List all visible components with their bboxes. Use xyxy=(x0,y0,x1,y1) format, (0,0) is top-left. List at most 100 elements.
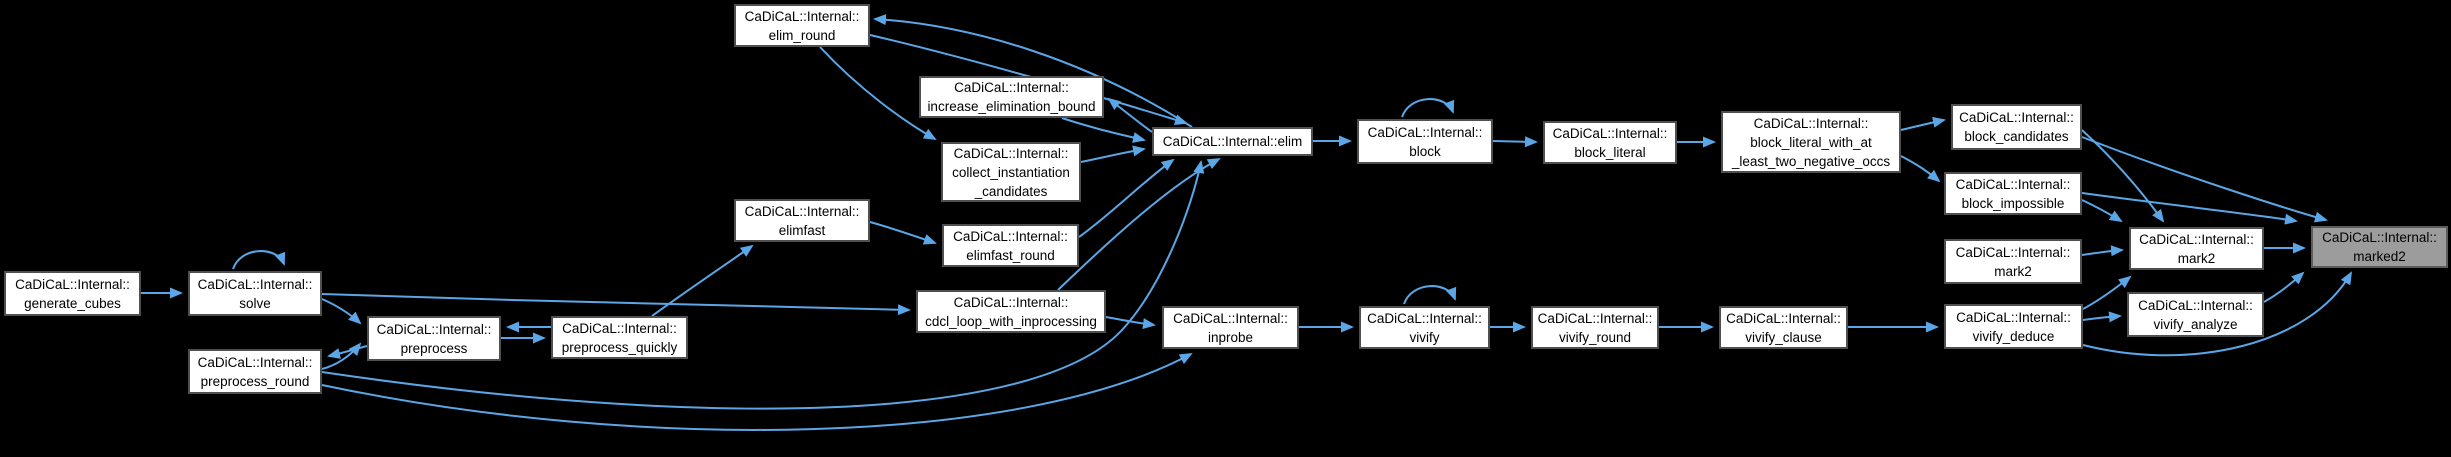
node-label-line: preprocess_quickly xyxy=(561,339,678,355)
edge-increase_elimination_bound-to-elim xyxy=(1061,117,1146,143)
node-label-line: CaDiCaL::Internal:: xyxy=(1367,310,1482,326)
node-label-line: block_impossible xyxy=(1961,195,2065,211)
edge-vivify_deduce-to-marked2 xyxy=(2082,271,2352,357)
edge-vivify_deduce-to-vivify_analyze xyxy=(2082,311,2122,323)
node-cdcl_loop_with_inprocessing[interactable]: CaDiCaL::Internal::cdcl_loop_with_inproc… xyxy=(916,290,1106,333)
node-label-line: CaDiCaL::Internal:: xyxy=(15,276,130,292)
node-label-line: vivify_clause xyxy=(1745,329,1822,345)
node-vivify_clause[interactable]: CaDiCaL::Internal::vivify_clause xyxy=(1719,306,1848,349)
node-preprocess[interactable]: CaDiCaL::Internal::preprocess xyxy=(367,316,501,361)
node-label-line: CaDiCaL::Internal:: xyxy=(2139,231,2254,247)
node-vivify_analyze[interactable]: CaDiCaL::Internal::vivify_analyze xyxy=(2127,292,2264,337)
edge-block_impossible-to-marked2 xyxy=(2081,192,2298,225)
edge-preprocess_round-to-elim xyxy=(321,160,1205,410)
edge-block_literal_with_at_least_two_negative_occs-to-block_candidates xyxy=(1900,116,1946,131)
node-label-line: preprocess_round xyxy=(200,373,310,389)
node-vivify_deduce[interactable]: CaDiCaL::Internal::vivify_deduce xyxy=(1944,304,2083,349)
node-label-line: CaDiCaL::Internal:: xyxy=(1955,244,2071,260)
edge-block_literal_with_at_least_two_negative_occs-to-block_impossible xyxy=(1900,155,1941,183)
edge-vivify_deduce-to-mark2_b xyxy=(2082,275,2132,310)
node-label-line: CaDiCaL::Internal:: xyxy=(744,8,860,24)
node-block_literal_with_at_least_two_negative_occs[interactable]: CaDiCaL::Internal::block_literal_with_at… xyxy=(1721,111,1901,173)
edge-vivify_analyze-to-marked2 xyxy=(2263,271,2305,303)
node-label-line: CaDiCaL::Internal:: xyxy=(1753,115,1869,131)
node-label-line: block_literal_with_at xyxy=(1750,134,1872,150)
node-generate_cubes[interactable]: CaDiCaL::Internal::generate_cubes xyxy=(4,271,141,316)
node-label-line: preprocess xyxy=(400,340,468,356)
node-elim[interactable]: CaDiCaL::Internal::elim xyxy=(1152,127,1313,156)
node-label-line: CaDiCaL::Internal:: xyxy=(1959,110,2074,125)
node-label-line: increase_elimination_bound xyxy=(927,99,1096,114)
node-block_impossible[interactable]: CaDiCaL::Internal::block_impossible xyxy=(1944,172,2082,215)
node-label-line: mark2 xyxy=(2177,250,2216,266)
node-label-line: mark2 xyxy=(1994,263,2032,279)
node-preprocess_round[interactable]: CaDiCaL::Internal::preprocess_round xyxy=(188,349,322,394)
node-label-line: _least_two_negative_occs xyxy=(1731,153,1891,169)
node-label-line: CaDiCaL::Internal:: xyxy=(376,321,492,337)
node-label-line: CaDiCaL::Internal:: xyxy=(953,145,1069,161)
edge-vivify-to-vivify xyxy=(1403,285,1457,305)
node-vivify[interactable]: CaDiCaL::Internal::vivify xyxy=(1359,306,1490,349)
node-increase_elimination_bound[interactable]: CaDiCaL::Internal::increase_elimination_… xyxy=(919,76,1104,118)
edge-preprocess_round-to-inprobe xyxy=(321,353,1193,431)
node-label-line: marked2 xyxy=(2353,249,2406,264)
edge-block_candidates-to-marked2 xyxy=(2081,136,2328,223)
edge-solve-to-cdcl_loop_with_inprocessing xyxy=(321,293,911,316)
edge-solve-to-preprocess xyxy=(321,298,362,325)
node-preprocess_quickly[interactable]: CaDiCaL::Internal::preprocess_quickly xyxy=(551,316,688,359)
node-block[interactable]: CaDiCaL::Internal::block xyxy=(1357,119,1493,164)
edge-preprocess_quickly-to-elimfast xyxy=(651,244,754,317)
edge-preprocess_round-to-preprocess xyxy=(321,342,362,370)
edge-elim-to-elim_round xyxy=(873,14,1193,128)
node-label-line: CaDiCaL::Internal:: xyxy=(197,354,313,370)
node-mark2_a[interactable]: CaDiCaL::Internal::mark2 xyxy=(1944,239,2082,284)
node-label-line: vivify xyxy=(1409,329,1440,345)
node-label-line: CaDiCaL::Internal:: xyxy=(1173,310,1288,326)
node-block_literal[interactable]: CaDiCaL::Internal::block_literal xyxy=(1543,121,1677,164)
edge-cdcl_loop_with_inprocessing-to-elim xyxy=(1057,158,1221,291)
node-mark2_b[interactable]: CaDiCaL::Internal::mark2 xyxy=(2129,227,2264,270)
node-label-line: _candidates xyxy=(974,183,1048,199)
node-inprobe[interactable]: CaDiCaL::Internal::inprobe xyxy=(1162,306,1299,349)
node-elimfast[interactable]: CaDiCaL::Internal::elimfast xyxy=(734,199,870,242)
node-collect_instantiation_candidates[interactable]: CaDiCaL::Internal::collect_instantiation… xyxy=(941,142,1081,202)
edge-block_impossible-to-mark2_b xyxy=(2081,199,2123,223)
edge-block-to-block_literal xyxy=(1492,136,1538,148)
node-label-line: inprobe xyxy=(1207,329,1254,345)
node-label-line: vivify_round xyxy=(1558,329,1632,345)
node-solve[interactable]: CaDiCaL::Internal::solve xyxy=(188,271,322,316)
node-label-line: CaDiCaL::Internal:: xyxy=(953,228,1068,244)
edge-collect_instantiation_candidates-to-elim xyxy=(1080,145,1146,163)
edge-elim_round-to-collect_instantiation_candidates xyxy=(819,46,937,140)
node-label-line: block_literal xyxy=(1574,144,1646,160)
node-label-line: CaDiCaL::Internal:: xyxy=(2322,230,2437,245)
edge-block-to-block xyxy=(1401,98,1455,118)
node-label-line: elim_round xyxy=(768,27,836,43)
node-elimfast_round[interactable]: CaDiCaL::Internal::elimfast_round xyxy=(942,224,1079,267)
node-label-line: CaDiCaL::Internal:: xyxy=(2138,297,2253,313)
node-vivify_round[interactable]: CaDiCaL::Internal::vivify_round xyxy=(1531,306,1659,349)
node-block_candidates[interactable]: CaDiCaL::Internal::block_candidates xyxy=(1951,104,2082,150)
edge-elimfast-to-elimfast_round xyxy=(869,221,937,245)
edge-cdcl_loop_with_inprocessing-to-inprobe xyxy=(1105,316,1156,330)
node-label-line: vivify_deduce xyxy=(1972,328,2055,344)
node-label-line: CaDiCaL::Internal:: xyxy=(1537,310,1653,326)
node-elim_round[interactable]: CaDiCaL::Internal::elim_round xyxy=(734,4,870,47)
node-label-line: generate_cubes xyxy=(24,295,121,311)
node-label-line: CaDiCaL::Internal::elim xyxy=(1162,134,1303,149)
edge-block_candidates-to-mark2_b xyxy=(2081,129,2165,223)
node-label-line: CaDiCaL::Internal:: xyxy=(744,203,860,219)
node-label-line: block_candidates xyxy=(1964,129,2069,144)
node-label-line: elimfast_round xyxy=(966,247,1055,263)
node-label-line: CaDiCaL::Internal:: xyxy=(1552,125,1668,141)
node-label-line: CaDiCaL::Internal:: xyxy=(197,276,313,292)
edge-mark2_a-to-mark2_b xyxy=(2081,245,2124,257)
node-label-line: CaDiCaL::Internal:: xyxy=(562,320,677,336)
node-marked2: CaDiCaL::Internal::marked2 xyxy=(2311,226,2448,268)
node-label-line: solve xyxy=(239,295,271,311)
node-label-line: CaDiCaL::Internal:: xyxy=(1955,176,2071,192)
node-label-line: block xyxy=(1409,143,1441,159)
node-label-line: vivify_analyze xyxy=(2153,316,2238,332)
